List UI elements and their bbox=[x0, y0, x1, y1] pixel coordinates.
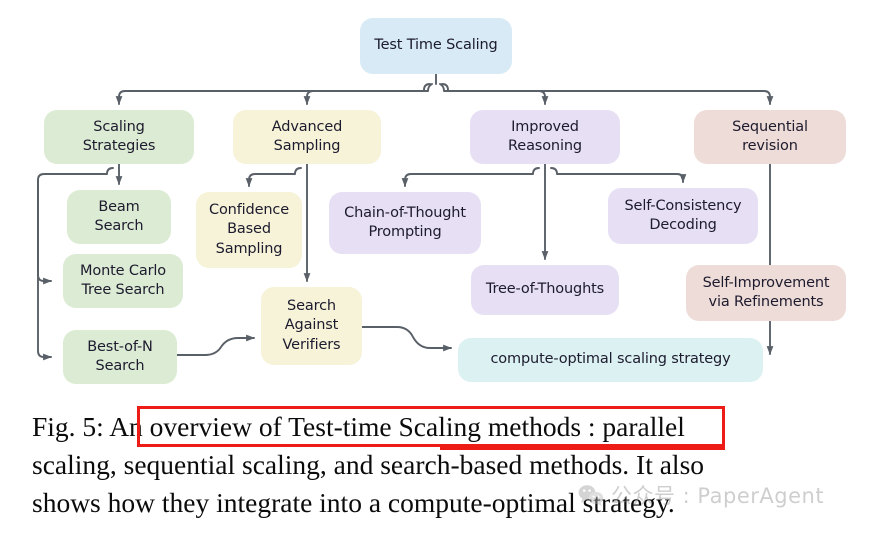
node-improved-reasoning[interactable]: Improved Reasoning bbox=[470, 110, 620, 164]
node-advanced-sampling[interactable]: Advanced Sampling bbox=[233, 110, 381, 164]
edge-scaling-best-of-n bbox=[37, 179, 52, 361]
figure-diagram: Test Time Scaling Scaling Strategies Adv… bbox=[37, 18, 846, 384]
caption-highlighted-text: An overview of Test-time Scaling methods bbox=[109, 411, 582, 442]
edge-root-sequential-revision bbox=[441, 83, 774, 105]
node-sequential-revision[interactable]: Sequential revision bbox=[694, 110, 846, 164]
caption-line1-rest: : parallel bbox=[587, 411, 685, 442]
figure-caption: Fig. 5: An overview of Test-time Scaling… bbox=[0, 402, 881, 533]
node-best-of-n-search[interactable]: Best-of-N Search bbox=[63, 330, 177, 384]
edge-improved-self-consistency bbox=[550, 167, 687, 183]
node-scaling-strategies[interactable]: Scaling Strategies bbox=[44, 110, 194, 164]
node-self-improvement-refinements[interactable]: Self-Improvement via Refinements bbox=[686, 265, 846, 321]
node-monte-carlo-tree-search[interactable]: Monte Carlo Tree Search bbox=[63, 254, 183, 308]
caption-prefix: Fig. 5: bbox=[32, 411, 104, 442]
edge-root-advanced-sampling bbox=[303, 83, 433, 105]
node-beam-search[interactable]: Beam Search bbox=[67, 190, 171, 244]
node-self-consistency-decoding[interactable]: Self-Consistency Decoding bbox=[608, 188, 758, 244]
edge-search-verifiers-compute-optimal bbox=[361, 326, 452, 352]
caption-line-3: shows how they integrate into a compute-… bbox=[32, 487, 675, 518]
edge-root-improved-reasoning bbox=[439, 83, 549, 105]
node-confidence-based-sampling[interactable]: Confidence Based Sampling bbox=[196, 192, 302, 268]
node-compute-optimal-strategy[interactable]: compute-optimal scaling strategy bbox=[458, 338, 763, 382]
edge-root-scaling-strategies bbox=[115, 83, 431, 105]
connector-layer bbox=[37, 73, 774, 361]
edge-best-of-n-search-verifiers bbox=[176, 334, 255, 356]
caption-line-1: Fig. 5: An overview of Test-time Scaling… bbox=[32, 408, 851, 446]
node-tree-of-thoughts[interactable]: Tree-of-Thoughts bbox=[471, 265, 619, 315]
edge-improved-chain-of-thought bbox=[401, 167, 540, 187]
caption-line-2: scaling, sequential scaling, and search-… bbox=[32, 449, 705, 480]
node-test-time-scaling[interactable]: Test Time Scaling bbox=[360, 18, 512, 74]
edge-scaling-monte-carlo bbox=[37, 167, 114, 285]
node-search-against-verifiers[interactable]: Search Against Verifiers bbox=[261, 287, 362, 365]
edge-advanced-confidence bbox=[245, 167, 302, 187]
node-chain-of-thought-prompting[interactable]: Chain-of-Thought Prompting bbox=[329, 192, 481, 254]
